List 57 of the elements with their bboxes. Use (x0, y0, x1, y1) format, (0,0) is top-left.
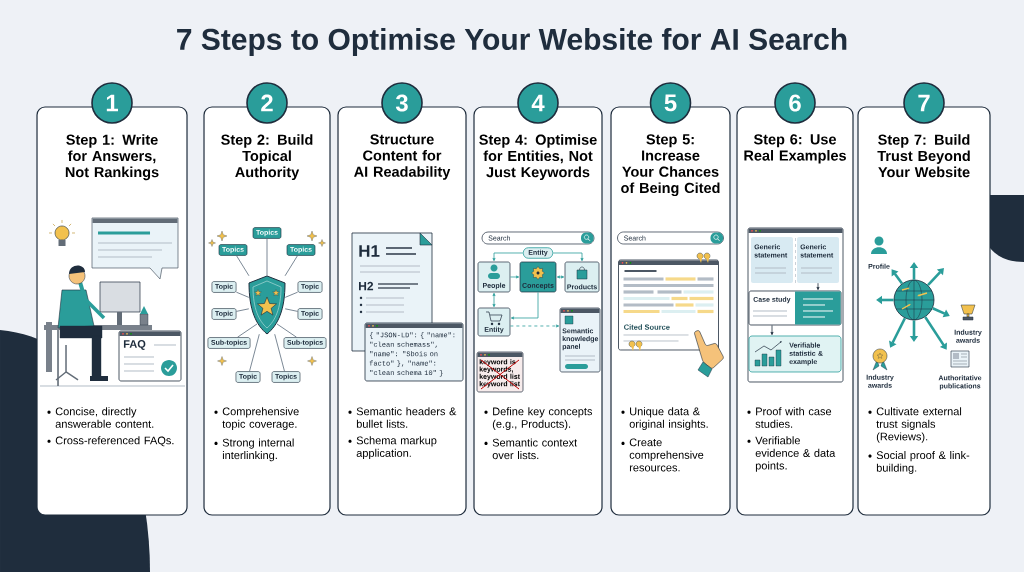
connector-line (284, 255, 298, 277)
shield (248, 275, 286, 335)
bullet-item: Semantic context over lists. (484, 438, 578, 460)
arrow (932, 307, 950, 318)
step-heading: Step 7: Build Trust Beyond Your Website (877, 134, 970, 178)
bullet-item: Concise, directly answerable content. (47, 407, 154, 428)
arrow (891, 269, 904, 285)
bullet-item: Unique data & original insights. (621, 407, 708, 431)
title: 7 Steps to Optimise Your Website for AI Search (177, 28, 847, 56)
arrow (510, 291, 539, 320)
arrow (816, 282, 820, 291)
bullet-item: Verifiable evidence & data points. (747, 436, 836, 472)
connector-line (274, 333, 285, 372)
bullet-item: Cross-referenced FAQs. (47, 436, 174, 447)
bullet-item: Cultivate external trust signals (Reviews). (868, 407, 962, 443)
arrow (492, 252, 524, 262)
arrow (552, 252, 584, 262)
connector-line (236, 255, 250, 277)
bullet-item: Comprehensive topic coverage. (214, 407, 299, 431)
step-heading: Step 1: Write for Answers, Not Rankings (65, 134, 159, 181)
step-number-badge: 5 (649, 82, 692, 124)
step-number-badge: 7 (903, 82, 945, 124)
bullet-item: Proof with case studies. (747, 407, 832, 428)
step-heading: Step 2: Build Topical Authority (221, 134, 313, 181)
connector-line (276, 323, 297, 338)
connector-line (236, 308, 250, 312)
bullet-item: Strong internal interlinking. (214, 438, 294, 462)
step-number-badge: 2 (246, 82, 288, 124)
bullet-item: Social proof & link-building. (868, 451, 970, 474)
arrow (556, 275, 565, 279)
arrow (509, 275, 520, 279)
step-number-badge: 1 (91, 82, 133, 124)
step-number-badge: 3 (381, 82, 423, 124)
arrow (927, 268, 944, 286)
connector-line (249, 333, 260, 372)
connector-line (236, 291, 250, 298)
bullet-item: Define key concepts (e.g., Products). (484, 407, 593, 431)
globe-icon (893, 279, 935, 321)
arrow (509, 324, 560, 328)
step-number-badge: 4 (517, 82, 559, 124)
connector-line (237, 323, 258, 338)
faq-window: FAQ (118, 330, 182, 382)
step-heading: Step 5: Increase Your Chances of Being Cited (621, 134, 720, 196)
bullet-item: Semantic headers & bullet lists. (348, 407, 457, 428)
connector-line (284, 308, 299, 312)
arrow (889, 317, 907, 348)
connector-line (284, 291, 299, 298)
arrow (492, 292, 496, 308)
bullet-item: Create comprehensive resources. (621, 438, 704, 472)
arrow (770, 325, 774, 336)
arrow (924, 316, 947, 350)
step-heading: Step 4: Optimise for Entities, Not Just Keywords (479, 134, 597, 181)
step-number-badge: 6 (774, 82, 816, 124)
connector-line (266, 238, 268, 277)
bullet-item: Schema markup application. (348, 436, 437, 460)
step-heading: Step 6: Use Real Examples (744, 134, 846, 164)
step-heading: Structure Content for AI Readability (354, 134, 451, 180)
